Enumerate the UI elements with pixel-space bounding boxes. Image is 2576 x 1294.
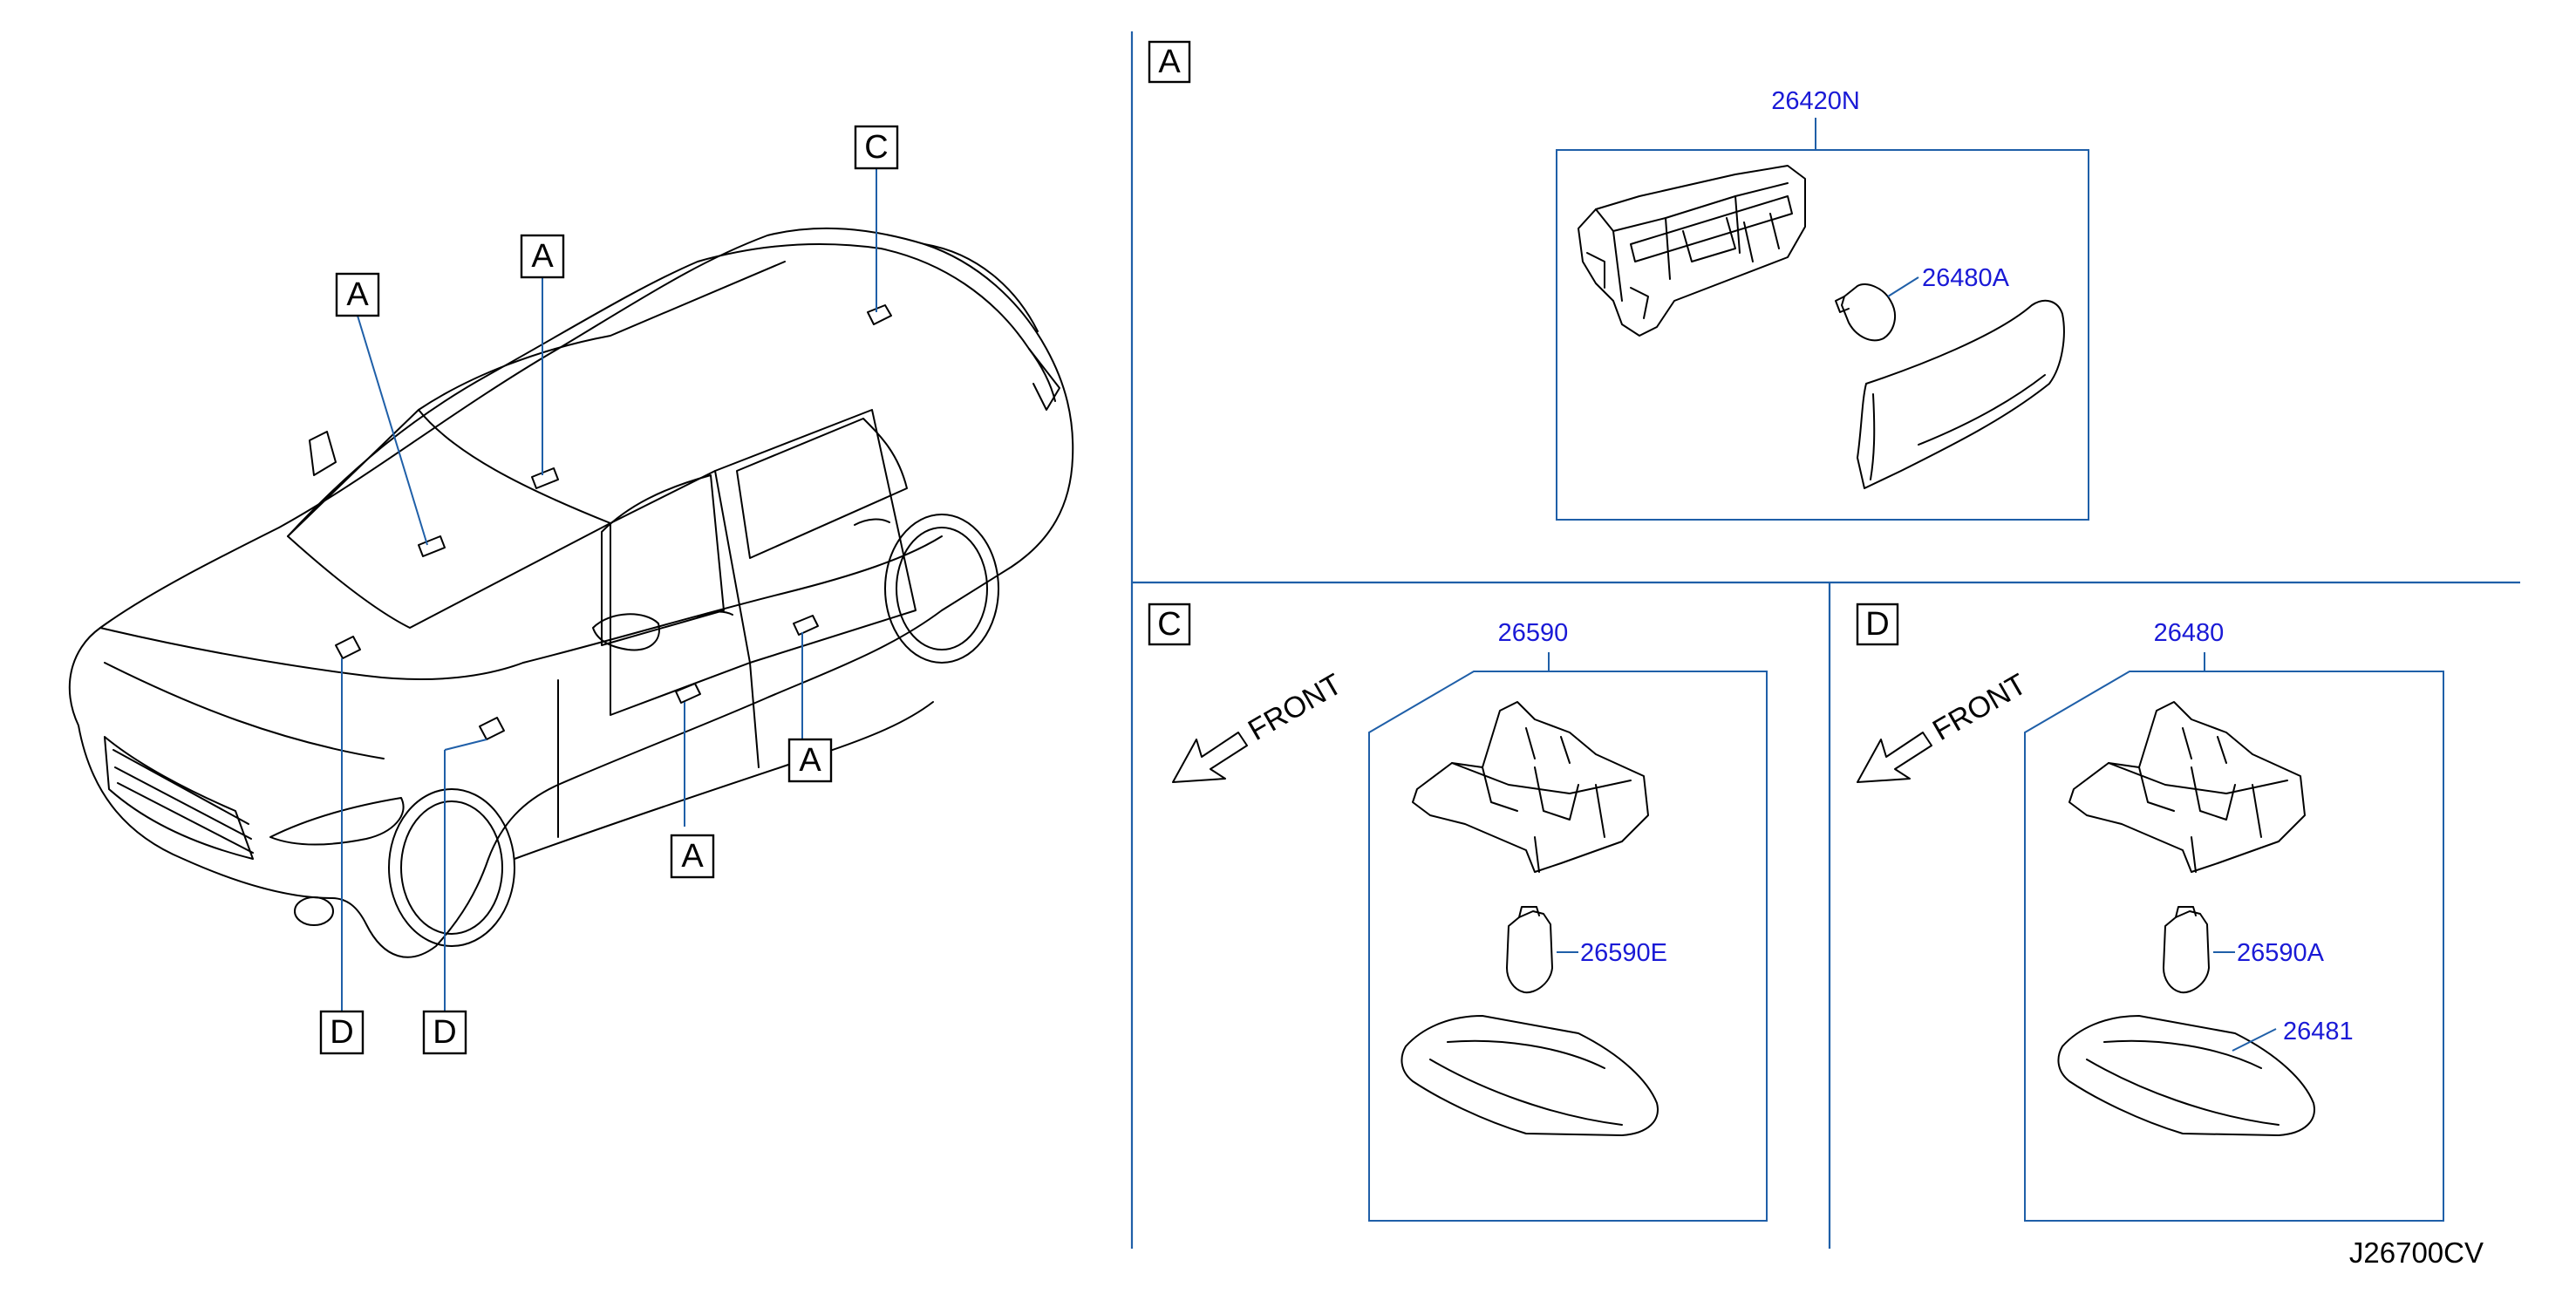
callout-c-trunk: C [854, 125, 899, 170]
room-lamp-housing-d [2068, 701, 2306, 873]
car-illustration [68, 227, 1074, 958]
wedge-bulb-d [2163, 906, 2210, 994]
section-c-label: C [1148, 603, 1191, 646]
svg-text:D: D [330, 1014, 353, 1051]
callout-a-front-door: A [670, 834, 715, 879]
car-leader-lines [341, 168, 877, 1011]
part-number-26590e: 26590E [1580, 939, 1667, 967]
svg-text:A: A [346, 276, 369, 313]
svg-text:A: A [681, 838, 704, 875]
diagram-code: J26700CV [2349, 1236, 2484, 1269]
section-c-frame [1368, 671, 1768, 1222]
svg-text:A: A [531, 238, 554, 275]
section-a: A 26420N 26480A [1148, 40, 2089, 521]
section-d: D FRONT 26480 26590A [1856, 603, 2444, 1222]
wedge-bulb-a [1835, 283, 1897, 342]
part-number-26480a: 26480A [1922, 264, 2010, 292]
part-number-26590: 26590 [1498, 619, 1569, 647]
callout-a-rear-door: A [787, 738, 833, 783]
section-c: C FRONT 26590 26590E [1148, 603, 1768, 1222]
map-lamp-housing [1578, 165, 1806, 337]
svg-text:A: A [799, 742, 821, 779]
part-number-26481: 26481 [2283, 1018, 2354, 1045]
front-label-c: FRONT [1243, 667, 1347, 746]
part-number-26590a: 26590A [2237, 939, 2325, 967]
front-label-d: FRONT [1927, 667, 2032, 746]
callout-a-front-roof: A [335, 272, 380, 317]
svg-text:A: A [1158, 44, 1181, 80]
room-lamp-housing-c [1412, 701, 1649, 873]
room-lamp-lens-c [1400, 1015, 1659, 1136]
section-d-frame [2024, 671, 2444, 1222]
callout-d-fender: D [422, 1010, 467, 1055]
room-lamp-lens-d [2057, 1015, 2315, 1136]
part-number-26420n: 26420N [1771, 87, 1860, 115]
callout-d-hood: D [319, 1010, 365, 1055]
section-a-label: A [1148, 40, 1191, 84]
map-lamp-lens-a [1857, 299, 2065, 489]
callout-a-rear-roof: A [520, 234, 565, 279]
section-d-label: D [1856, 603, 1899, 646]
svg-text:D: D [433, 1014, 456, 1051]
svg-text:C: C [1157, 606, 1181, 643]
svg-text:C: C [864, 129, 888, 166]
wedge-bulb-c [1506, 906, 1553, 994]
svg-text:D: D [1865, 606, 1889, 643]
section-a-frame [1556, 149, 2089, 521]
panel-dividers [1130, 31, 2520, 1249]
front-arrow-c: FRONT [1172, 667, 1347, 783]
front-arrow-d: FRONT [1857, 667, 2032, 783]
part-number-26480: 26480 [2154, 619, 2225, 647]
